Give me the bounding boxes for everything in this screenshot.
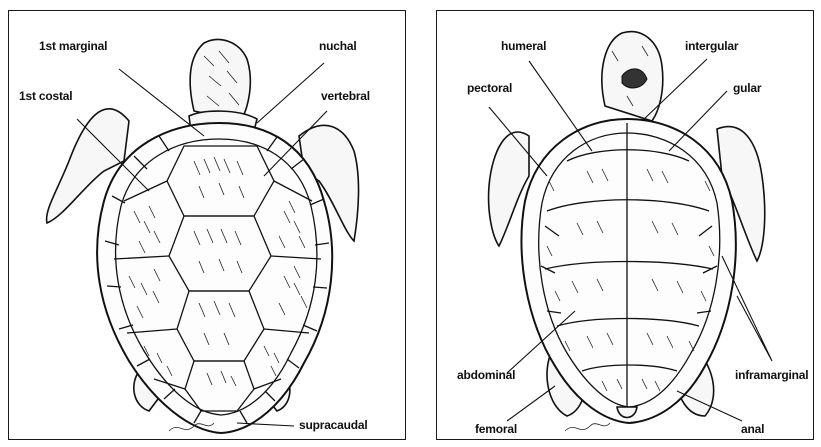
label-nuchal: nuchal	[319, 39, 356, 53]
label-gular: gular	[733, 81, 761, 95]
plastron-panel: humeral intergular pectoral gular abdomi…	[436, 10, 814, 440]
label-pectoral: pectoral	[467, 81, 512, 95]
label-femoral: femoral	[475, 422, 517, 436]
label-inframarginal: inframarginal	[735, 368, 808, 382]
label-anal: anal	[741, 422, 764, 436]
carapace-illustration	[9, 11, 407, 441]
carapace-panel: 1st marginal nuchal 1st costal vertebral…	[8, 10, 406, 440]
label-first-marginal: 1st marginal	[39, 39, 107, 53]
label-first-costal: 1st costal	[19, 89, 72, 103]
label-humeral: humeral	[501, 39, 546, 53]
label-abdominal: abdominal	[457, 368, 515, 382]
head	[190, 40, 250, 121]
carapace-outline	[97, 123, 332, 433]
label-supracaudal: supracaudal	[299, 418, 368, 432]
label-intergular: intergular	[685, 39, 738, 53]
label-vertebral: vertebral	[321, 89, 370, 103]
